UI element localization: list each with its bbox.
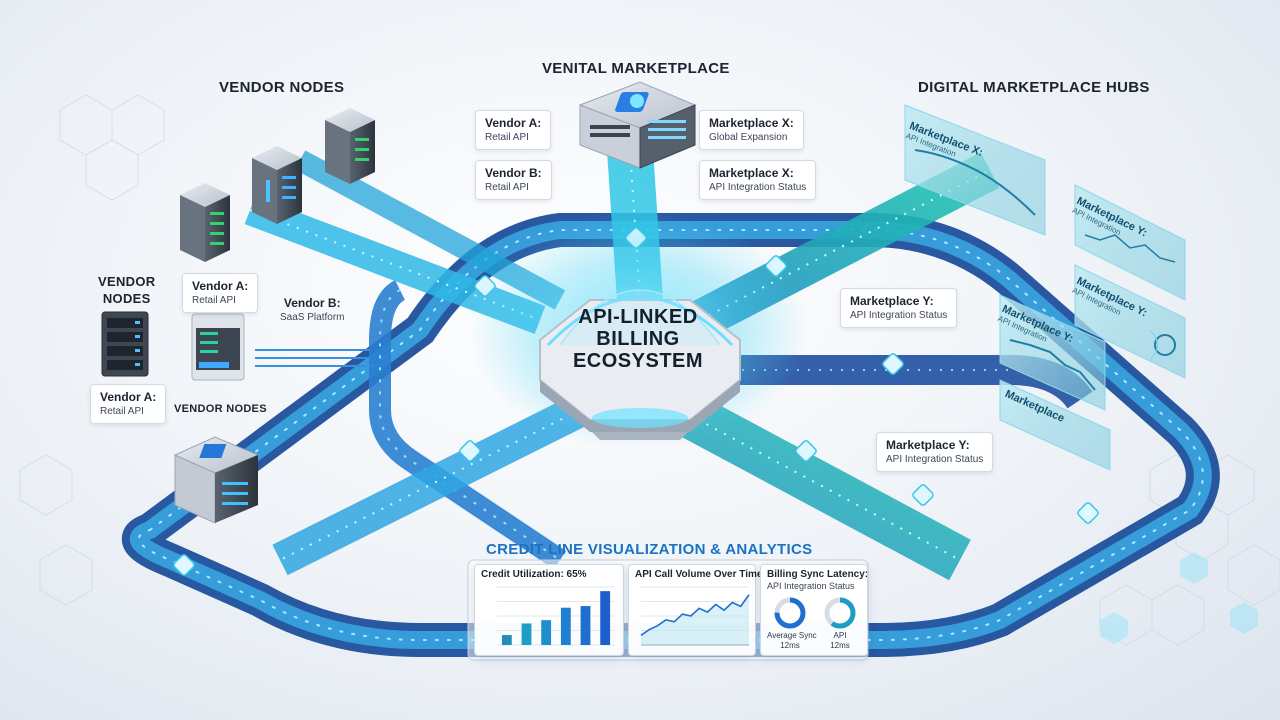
- credit-utilization-chart: [475, 565, 623, 655]
- marketplace-card-title: Marketplace Y:: [886, 438, 983, 453]
- vendor-card-b-top: Vendor B: Retail API: [475, 160, 552, 200]
- credit-utilization-panel: Credit Utilization: 65%: [474, 564, 624, 656]
- marketplace-heading: VENITAL MARKETPLACE: [542, 60, 730, 77]
- vendor-card-subtitle: Retail API: [100, 405, 156, 418]
- credit-bar: [541, 620, 551, 645]
- vendor-nodes-heading-bottom: VENDOR NODES: [174, 403, 267, 415]
- marketplace-card-y-status-2: Marketplace Y: API Integration Status: [876, 432, 993, 472]
- vendor-label-subtitle: SaaS Platform: [280, 311, 344, 324]
- marketplace-card-x-expansion: Marketplace X: Global Expansion: [699, 110, 804, 150]
- vendor-nodes-heading-top: VENDOR NODES: [219, 79, 344, 96]
- api-volume-chart: [629, 565, 755, 655]
- vendor-label-title: Vendor B:: [280, 296, 344, 311]
- gauge-label-api: API 12ms: [817, 631, 863, 651]
- vendor-card-subtitle: Retail API: [485, 181, 542, 194]
- vendor-server-3: [325, 108, 375, 184]
- vendor-label-b-saas: Vendor B: SaaS Platform: [280, 296, 344, 324]
- vendor-card-a-left: Vendor A: Retail API: [182, 273, 258, 313]
- vendor-card-title: Vendor A:: [485, 116, 541, 131]
- vendor-card-a-top: Vendor A: Retail API: [475, 110, 551, 150]
- vendor-card-title: Vendor A:: [192, 279, 248, 294]
- api-volume-panel: API Call Volume Over Time: [628, 564, 756, 656]
- marketplace-card-x-status: Marketplace X: API Integration Status: [699, 160, 816, 200]
- marketplace-card-title: Marketplace X:: [709, 116, 794, 131]
- vendor-server-2: [252, 146, 302, 224]
- vendor-rack-left: [102, 312, 148, 376]
- vendor-server-bottom: [175, 437, 258, 523]
- credit-bar: [522, 623, 532, 645]
- vendor-card-title: Vendor A:: [100, 390, 156, 405]
- vendor-card-subtitle: Retail API: [192, 294, 248, 307]
- vendor-card-a-bottom: Vendor A: Retail API: [90, 384, 166, 424]
- analytics-title: CREDIT LINE VISUALIZATION & ANALYTICS: [486, 541, 812, 558]
- vendor-rack-middle: [192, 314, 244, 380]
- vendor-card-title: Vendor B:: [485, 166, 542, 181]
- marketplace-server: [580, 82, 695, 168]
- hubs-heading: DIGITAL MARKETPLACE HUBS: [918, 79, 1150, 96]
- vendor-nodes-heading-left: VENDOR NODES: [98, 273, 155, 307]
- marketplace-card-subtitle: Global Expansion: [709, 131, 794, 144]
- credit-bar: [600, 591, 610, 645]
- credit-bar: [561, 608, 571, 645]
- marketplace-card-title: Marketplace X:: [709, 166, 806, 181]
- marketplace-card-subtitle: API Integration Status: [886, 453, 983, 466]
- vendor-card-subtitle: Retail API: [485, 131, 541, 144]
- core-label: API-LINKED BILLING ECOSYSTEM: [548, 306, 728, 372]
- credit-bar: [502, 635, 512, 645]
- gauge-label-average: Average Sync 12ms: [767, 631, 813, 651]
- vendor-server-1: [180, 183, 230, 262]
- marketplace-card-y-status-1: Marketplace Y: API Integration Status: [840, 288, 957, 328]
- sync-latency-panel: Billing Sync Latency: API Integration St…: [760, 564, 868, 656]
- marketplace-card-subtitle: API Integration Status: [850, 309, 947, 322]
- marketplace-card-subtitle: API Integration Status: [709, 181, 806, 194]
- marketplace-card-title: Marketplace Y:: [850, 294, 947, 309]
- credit-bar: [581, 606, 591, 645]
